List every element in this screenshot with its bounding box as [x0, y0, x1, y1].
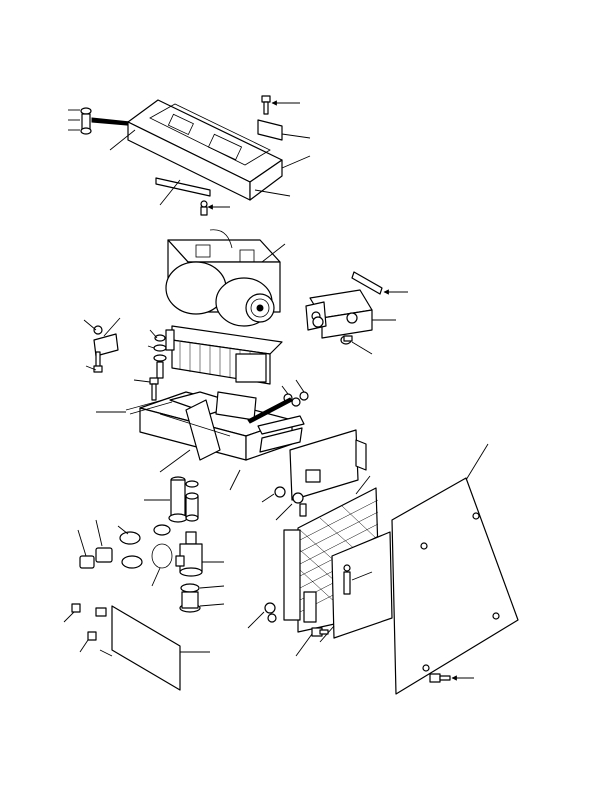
left-mounting-bracket [83, 317, 121, 373]
lower-access-panel [99, 605, 210, 691]
heater-housing [96, 391, 305, 491]
hose-clamps [117, 524, 173, 587]
door-bolts [295, 627, 474, 683]
side-bracket-plate [289, 429, 367, 501]
inner-door-panel [319, 531, 393, 643]
right-side-washers [247, 486, 307, 629]
valve-assembly [175, 531, 225, 613]
heater-core [165, 325, 283, 385]
cover-bracket [257, 119, 283, 141]
top-cover-assembly [68, 95, 311, 216]
cover-bottom-screw [200, 200, 208, 216]
core-fastener-stack [147, 329, 167, 379]
outer-door [391, 443, 519, 695]
small-fasteners-lower-left [63, 603, 107, 653]
housing-bolt [133, 377, 159, 401]
hinge-bracket-assembly [305, 271, 408, 355]
blower-assembly [165, 229, 286, 327]
cover-top-screw [261, 95, 271, 115]
pipe-fittings [144, 476, 199, 523]
gasket-strip [155, 177, 211, 197]
elbow-fittings [77, 519, 113, 569]
housing-washers [247, 379, 309, 424]
